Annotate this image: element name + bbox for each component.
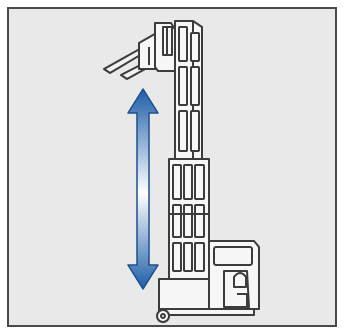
illustration-panel	[7, 7, 337, 327]
forklift-illustration	[103, 20, 260, 323]
carriage-icon	[154, 22, 177, 72]
mast-icon	[168, 20, 210, 308]
wheel-icon	[156, 309, 170, 323]
double-arrow-icon	[127, 88, 159, 290]
cab-icon	[208, 240, 260, 310]
